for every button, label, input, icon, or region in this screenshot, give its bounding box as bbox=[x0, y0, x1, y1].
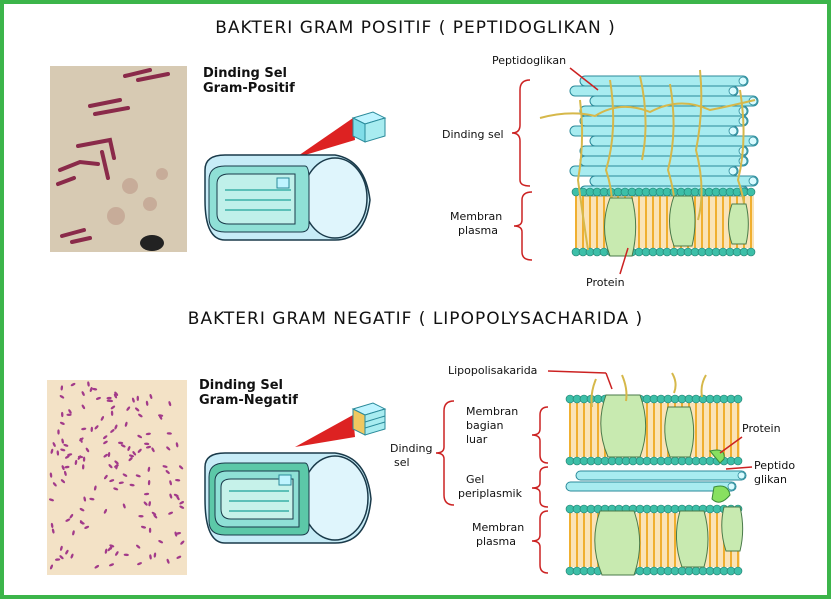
gram-negative-wall-diagram: Lipopolisakarida Dinding sel Membran bag… bbox=[390, 364, 795, 576]
outer-membrane bbox=[565, 394, 743, 466]
lipopolysaccharide-fibers bbox=[590, 372, 707, 408]
lipopolisakarida-label: Lipopolisakarida bbox=[448, 364, 537, 377]
peptido-pointer bbox=[725, 466, 753, 470]
wall-cube-icon bbox=[351, 111, 387, 143]
membran-plasma-label-1: Membran bbox=[472, 521, 524, 534]
gram-negative-cell-label-line2: Gram-Negatif bbox=[199, 393, 298, 408]
peptidoglikan-label: Peptidoglikan bbox=[492, 54, 566, 67]
membrane-proteins bbox=[604, 195, 749, 257]
zoom-pointer-icon bbox=[295, 415, 355, 447]
gram-negative-cell-label: Dinding Sel Gram-Negatif bbox=[199, 378, 298, 408]
membrane-proteins bbox=[594, 394, 744, 576]
protein-pointer bbox=[719, 436, 743, 454]
gel-bracket bbox=[531, 466, 549, 508]
membran-plasma-bracket bbox=[531, 510, 549, 574]
peptido-label-2: glikan bbox=[754, 473, 787, 486]
membran-luar-label-3: luar bbox=[466, 433, 488, 446]
gram-positive-cell-label-line1: Dinding Sel bbox=[203, 66, 287, 81]
gram-positive-title: BAKTERI GRAM POSITIF ( PEPTIDOGLIKAN ) bbox=[215, 18, 616, 38]
dinding-bracket bbox=[435, 400, 455, 506]
membran-luar-label-2: bagian bbox=[466, 419, 504, 432]
gram-negative-title: BAKTERI GRAM NEGATIF ( LIPOPOLYSACHARIDA… bbox=[187, 309, 644, 329]
gram-negative-micrograph bbox=[47, 380, 187, 575]
protein-pointer bbox=[619, 247, 629, 275]
gram-positive-cell-label-line2: Gram-Positif bbox=[203, 81, 295, 96]
peptidoglikan-pointer bbox=[569, 67, 599, 91]
membran-plasma-bracket bbox=[513, 191, 533, 261]
dinding-label-2: sel bbox=[394, 456, 410, 469]
gram-positive-micrograph bbox=[50, 66, 187, 252]
protein-label: Protein bbox=[742, 422, 781, 435]
peptido-label-1: Peptido bbox=[754, 459, 795, 472]
wall-cube-icon bbox=[351, 402, 387, 436]
gram-positive-cell-illustration bbox=[204, 111, 387, 241]
membran-plasma-label-2: plasma bbox=[476, 535, 516, 548]
zoom-pointer-icon bbox=[295, 118, 355, 158]
membran-luar-bracket bbox=[531, 406, 549, 464]
dinding-sel-bracket bbox=[511, 79, 531, 187]
dinding-label-1: Dinding bbox=[390, 442, 433, 455]
plasma-membrane bbox=[565, 504, 743, 576]
gram-negative-cell-label-line1: Dinding Sel bbox=[199, 378, 283, 393]
gram-negative-cell-illustration bbox=[204, 402, 387, 544]
protein-label: Protein bbox=[586, 276, 625, 289]
peptidoglycan-layers bbox=[569, 75, 759, 197]
gram-positive-cell-label: Dinding Sel Gram-Positif bbox=[203, 66, 295, 96]
peptidoglycan-layer bbox=[565, 470, 747, 492]
plasma-membrane bbox=[571, 187, 756, 257]
membran-luar-label-1: Membran bbox=[466, 405, 518, 418]
gel-label-2: periplasmik bbox=[458, 487, 523, 500]
gram-positive-wall-diagram: Peptidoglikan Dinding sel Membran plasma… bbox=[442, 54, 759, 289]
lipopolisakarida-pointer bbox=[547, 370, 607, 374]
dinding-sel-label: Dinding sel bbox=[442, 128, 504, 141]
membran-plasma-label-1: Membran bbox=[450, 210, 502, 223]
membran-plasma-label-2: plasma bbox=[458, 224, 498, 237]
gel-label-1: Gel bbox=[466, 473, 484, 486]
